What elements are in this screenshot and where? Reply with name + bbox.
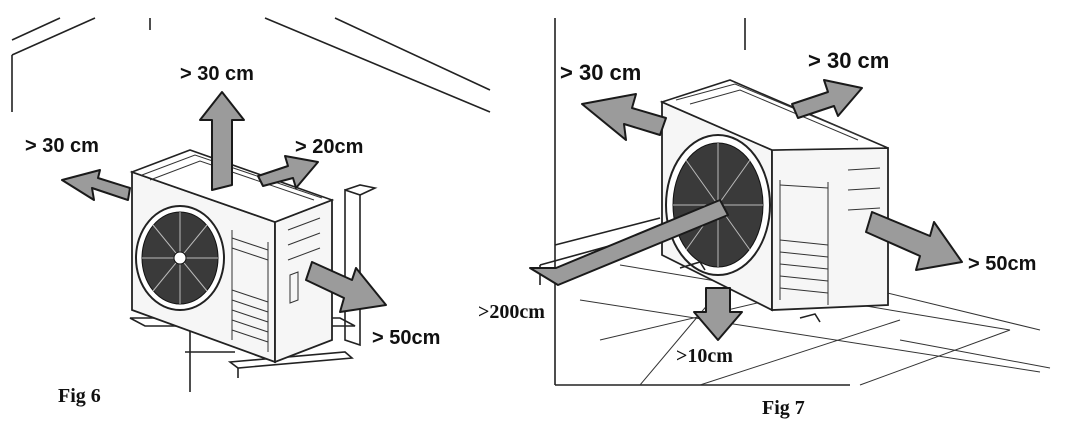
- fig6-label-left: > 30 cm: [25, 135, 99, 157]
- fig6-scene: [11, 17, 491, 392]
- fig6-arrow-front-right-icon: [305, 261, 387, 313]
- fig6-arrow-left-icon: [61, 169, 131, 201]
- fig7-label-right: > 50cm: [968, 253, 1036, 275]
- fig6-wall-lines: [11, 17, 491, 392]
- fig7-label-front: >200cm: [478, 301, 545, 323]
- fig6-label-top: > 30 cm: [180, 63, 254, 85]
- fig7-scene: [529, 18, 1051, 386]
- fig6-label-front-right: > 50cm: [372, 327, 440, 349]
- fig7-label-left: > 30 cm: [560, 60, 641, 85]
- fig6-outdoor-unit: [129, 149, 335, 364]
- fig7-caption: Fig 7: [762, 397, 805, 419]
- fig7-label-bottom: >10cm: [676, 345, 733, 367]
- fig6-caption: Fig 6: [58, 385, 101, 407]
- fig7-arrow-back-right-icon: [791, 79, 863, 119]
- fig7-arrow-left-icon: [581, 93, 667, 141]
- fig7-arrow-front-icon: [529, 199, 729, 286]
- fig7-arrow-down-icon: [693, 287, 743, 341]
- fig7-label-back-right: > 30 cm: [808, 48, 889, 73]
- fig6-arrow-back-right-icon: [257, 155, 319, 189]
- fig6-label-back-right: > 20cm: [295, 136, 363, 158]
- fig7-arrow-right-icon: [865, 211, 963, 271]
- fig6-arrow-up-icon: [199, 91, 245, 191]
- fig7-outdoor-unit: [659, 79, 889, 323]
